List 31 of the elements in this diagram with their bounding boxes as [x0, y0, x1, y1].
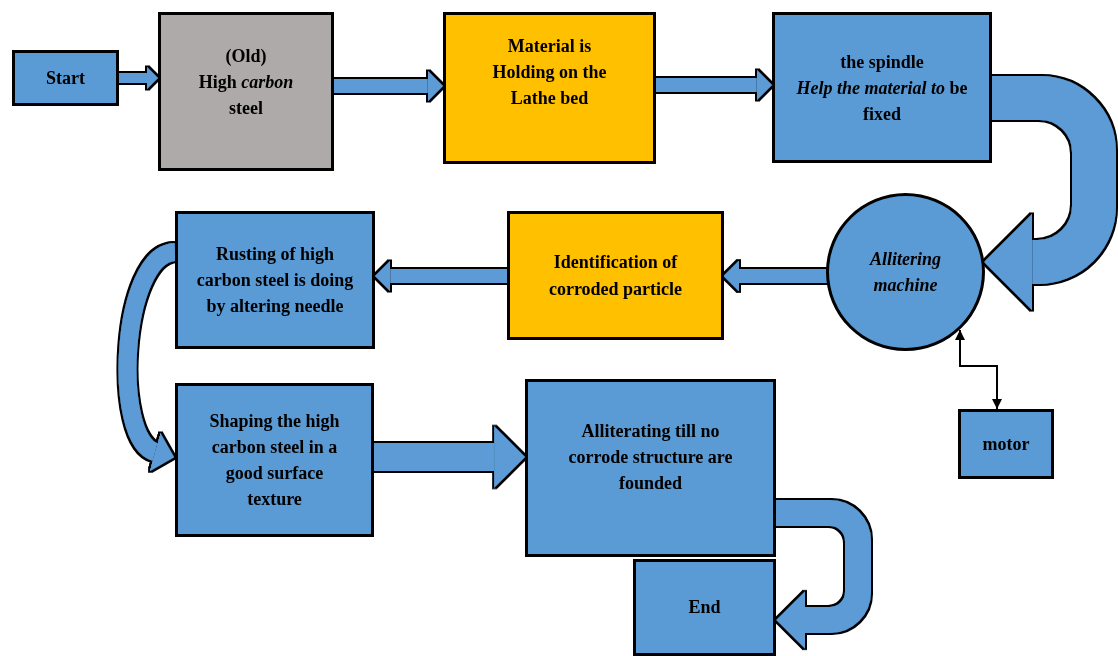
node-text: motor [982, 432, 1030, 456]
node-text: Alliterating till no corrode structure are founded [567, 420, 734, 496]
block-arrow [119, 67, 158, 89]
end-box [633, 559, 776, 656]
process-box [443, 12, 656, 164]
node-text: End [688, 596, 721, 620]
node-text: the spindle [840, 51, 924, 74]
block-arrow [375, 260, 507, 292]
process-box [175, 211, 375, 349]
node-text: (Old) [225, 45, 267, 68]
node-text: Material is Holding on the Lathe bed [491, 35, 608, 111]
process-box [525, 379, 776, 557]
block-arrow [334, 70, 443, 102]
node-text: Identification of corroded particle [547, 251, 684, 301]
node-text: Help the material to be fixed [795, 77, 969, 127]
block-arrow [723, 260, 828, 292]
process-box [158, 12, 334, 171]
start-box [12, 50, 119, 106]
block-arrow [656, 69, 772, 101]
process-box [175, 383, 374, 537]
process-box [507, 211, 724, 340]
process-box [772, 12, 992, 163]
connector-line [955, 328, 1002, 410]
node-text: High carbon steel [197, 71, 295, 121]
motor-box [958, 409, 1054, 479]
block-arrow [983, 76, 1116, 311]
node-text: Shaping the high carbon steel in a good surface texture [208, 409, 341, 512]
node-text: Start [46, 66, 85, 90]
node-text: Allitering machine [868, 247, 942, 297]
block-arrow [374, 426, 525, 488]
node-text: Rusting of high carbon steel is doing by altering needle [196, 242, 354, 319]
